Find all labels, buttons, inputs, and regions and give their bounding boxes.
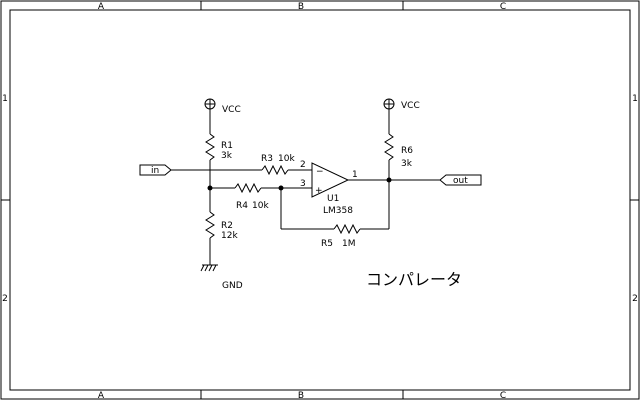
vcc-right-symbol — [383, 98, 395, 110]
resistor-r3 — [261, 164, 289, 176]
pin-1-label: 1 — [352, 170, 358, 180]
r2-ref: R2 — [221, 221, 233, 231]
r3-value: 10k — [278, 154, 295, 164]
gnd-label: GND — [222, 281, 243, 291]
in-port — [139, 164, 172, 176]
zone-label-bottom-b: B — [298, 391, 304, 400]
pin-2-label: 2 — [300, 160, 306, 170]
vcc-right-label: VCC — [401, 101, 420, 111]
resistor-r1 — [205, 133, 215, 161]
opamp-u1 — [311, 162, 350, 198]
opamp-minus-sign: − — [316, 167, 324, 177]
u1-part: LM358 — [323, 206, 353, 216]
u1-ref: U1 — [327, 194, 339, 204]
inner-border — [9, 9, 631, 391]
r3-ref: R3 — [261, 154, 273, 164]
junction-dot — [386, 177, 392, 183]
r6-value: 3k — [401, 159, 413, 169]
out-port — [439, 174, 482, 186]
pin-3-label: 3 — [300, 179, 306, 189]
zone-label-left-2: 2 — [2, 294, 8, 304]
resistor-r4 — [234, 182, 262, 194]
zone-label-top-c: C — [500, 2, 506, 12]
r6-ref: R6 — [401, 146, 413, 156]
r5-value: 1M — [342, 239, 356, 249]
out-port-label: out — [453, 176, 468, 186]
r1-ref: R1 — [221, 141, 233, 151]
r4-ref: R4 — [236, 201, 248, 211]
opamp-plus-sign: + — [315, 186, 323, 196]
zone-label-top-a: A — [98, 2, 105, 12]
r5-ref: R5 — [321, 239, 333, 249]
zone-label-right-1: 1 — [632, 94, 638, 104]
zone-label-left-1: 1 — [2, 94, 8, 104]
vcc-left-label: VCC — [222, 105, 241, 115]
zone-label-right-2: 2 — [632, 294, 638, 304]
r4-value: 10k — [252, 201, 269, 211]
in-port-label: in — [151, 166, 159, 176]
gnd-symbol — [200, 264, 218, 272]
r1-value: 3k — [221, 151, 233, 161]
zone-label-bottom-c: C — [500, 391, 506, 400]
r2-value: 12k — [221, 231, 238, 241]
resistor-r2 — [205, 211, 215, 239]
zone-label-bottom-a: A — [98, 391, 105, 400]
zone-label-top-b: B — [298, 2, 304, 12]
vcc-left-symbol — [204, 98, 216, 110]
diagram-title: コンパレータ — [366, 270, 462, 289]
resistor-r5 — [333, 223, 361, 235]
resistor-r6 — [384, 133, 394, 161]
